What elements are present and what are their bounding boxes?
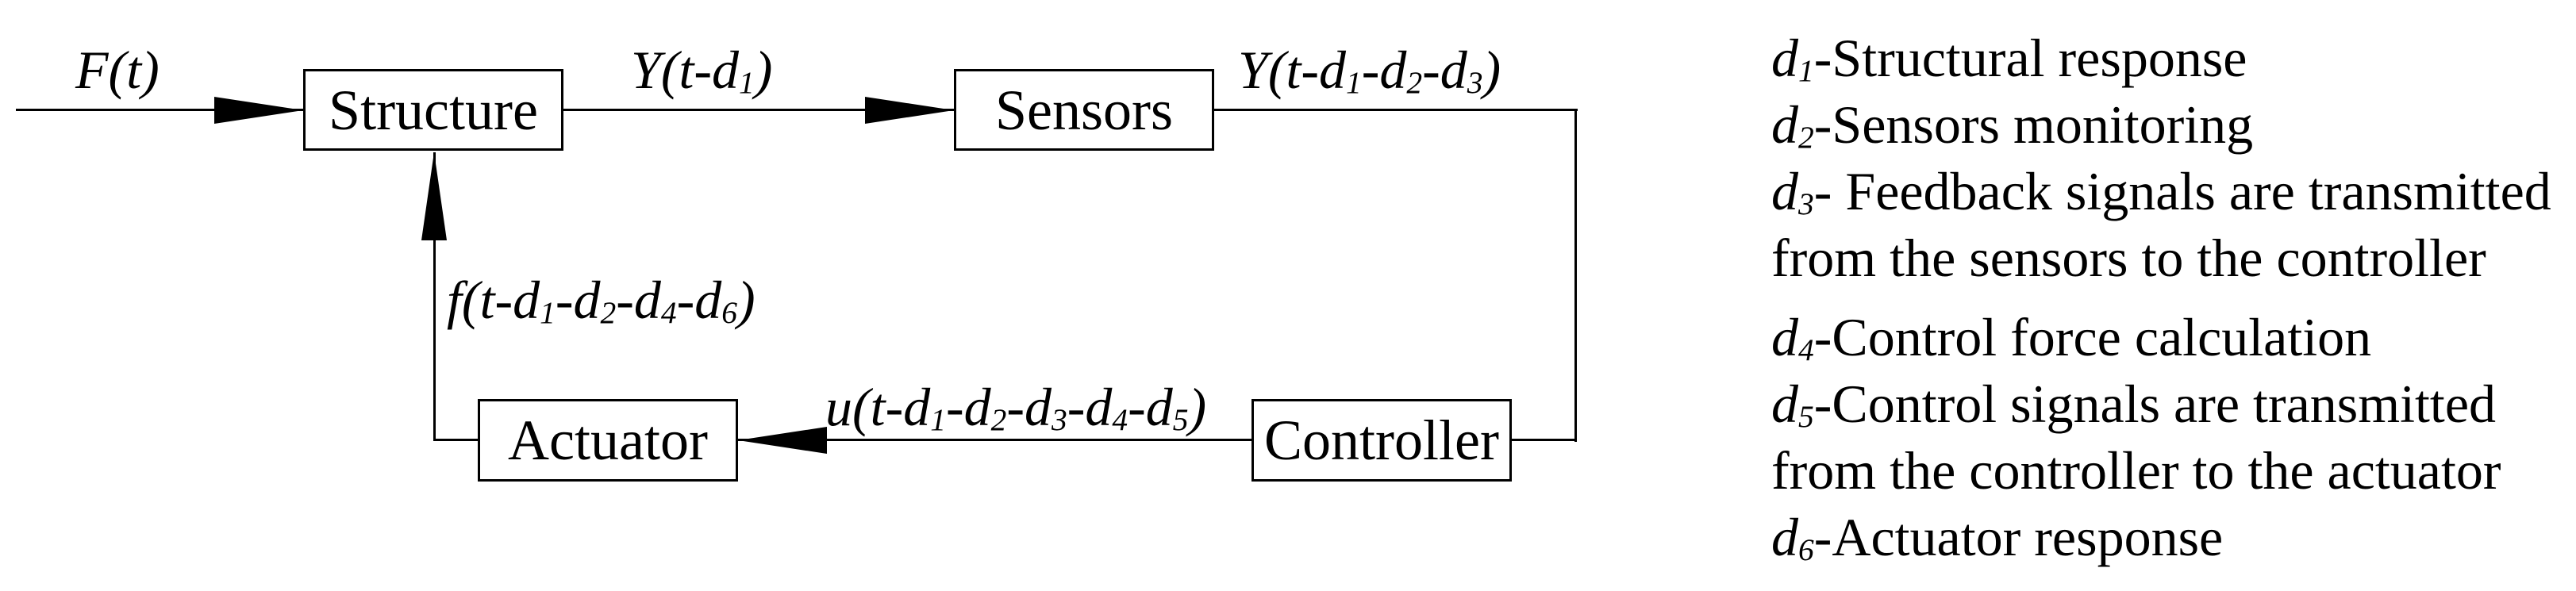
legend-desc: Feedback signals are transmitted [1832,161,2551,221]
sensors-label: Sensors [994,78,1173,142]
sensors-feedback-top-line [1214,109,1578,111]
legend-desc: Control force calculation [1832,307,2372,367]
sensors-to-controller-signal-label: Y(t-d1-d2-d3) [1238,40,1501,100]
input-line [16,109,303,111]
structure-to-sensors-signal-label: Y(t-d1) [631,40,773,100]
structure-block: Structure [303,69,563,151]
actuator-outlet-line [433,439,479,441]
actuator-label: Actuator [508,409,708,472]
legend-desc: from the sensors to the controller [1771,228,2486,288]
input-arrowhead [214,97,303,124]
structure-to-sensors-line [563,109,954,111]
input-signal-label: F(t) [75,40,160,100]
legend-desc: Sensors monitoring [1832,94,2254,155]
legend-term-d5: d5- [1771,374,1832,434]
legend-term-d4: d4- [1771,307,1832,367]
legend-line-d1: d1-Structural response [1771,25,2551,91]
legend-desc: Structural response [1832,28,2247,88]
legend-desc: from the controller to the actuator [1771,440,2501,501]
legend-line-d3: d3- Feedback signals are transmitted [1771,158,2551,225]
feedback-right-vline [1574,109,1577,442]
legend-desc: Actuator response [1832,507,2224,567]
controller-inlet-line [1512,439,1577,441]
legend-term-d2: d2- [1771,94,1832,155]
actuator-to-structure-signal-label: f(t-d1-d2-d4-d6) [447,270,755,330]
legend-line-d5-cont: from the controller to the actuator [1771,437,2551,504]
delay-legend: d1-Structural response d2-Sensors monito… [1771,25,2551,570]
sensors-block: Sensors [954,69,1214,151]
sensors-arrowhead [865,97,954,124]
legend-line-d5: d5-Control signals are transmitted [1771,370,2551,437]
structure-arrowhead [421,152,447,240]
structure-label: Structure [329,78,538,142]
controller-to-actuator-signal-label: u(t-d1-d2-d3-d4-d5) [825,377,1207,437]
legend-line-d4: d4-Control force calculation [1771,304,2551,370]
legend-term-d3: d3- [1771,161,1832,221]
legend-line-d2: d2-Sensors monitoring [1771,91,2551,158]
feedback-left-vline [433,152,436,441]
controller-to-actuator-line [738,439,1251,441]
controller-label: Controller [1264,409,1499,472]
legend-line-d6: d6-Actuator response [1771,504,2551,570]
legend-term-d6: d6- [1771,507,1832,567]
actuator-block: Actuator [478,399,738,482]
controller-block: Controller [1251,399,1512,482]
legend-line-d3-cont: from the sensors to the controller [1771,225,2551,291]
legend-desc: Control signals are transmitted [1832,374,2496,434]
actuator-arrowhead [738,427,827,454]
legend-term-d1: d1- [1771,28,1832,88]
